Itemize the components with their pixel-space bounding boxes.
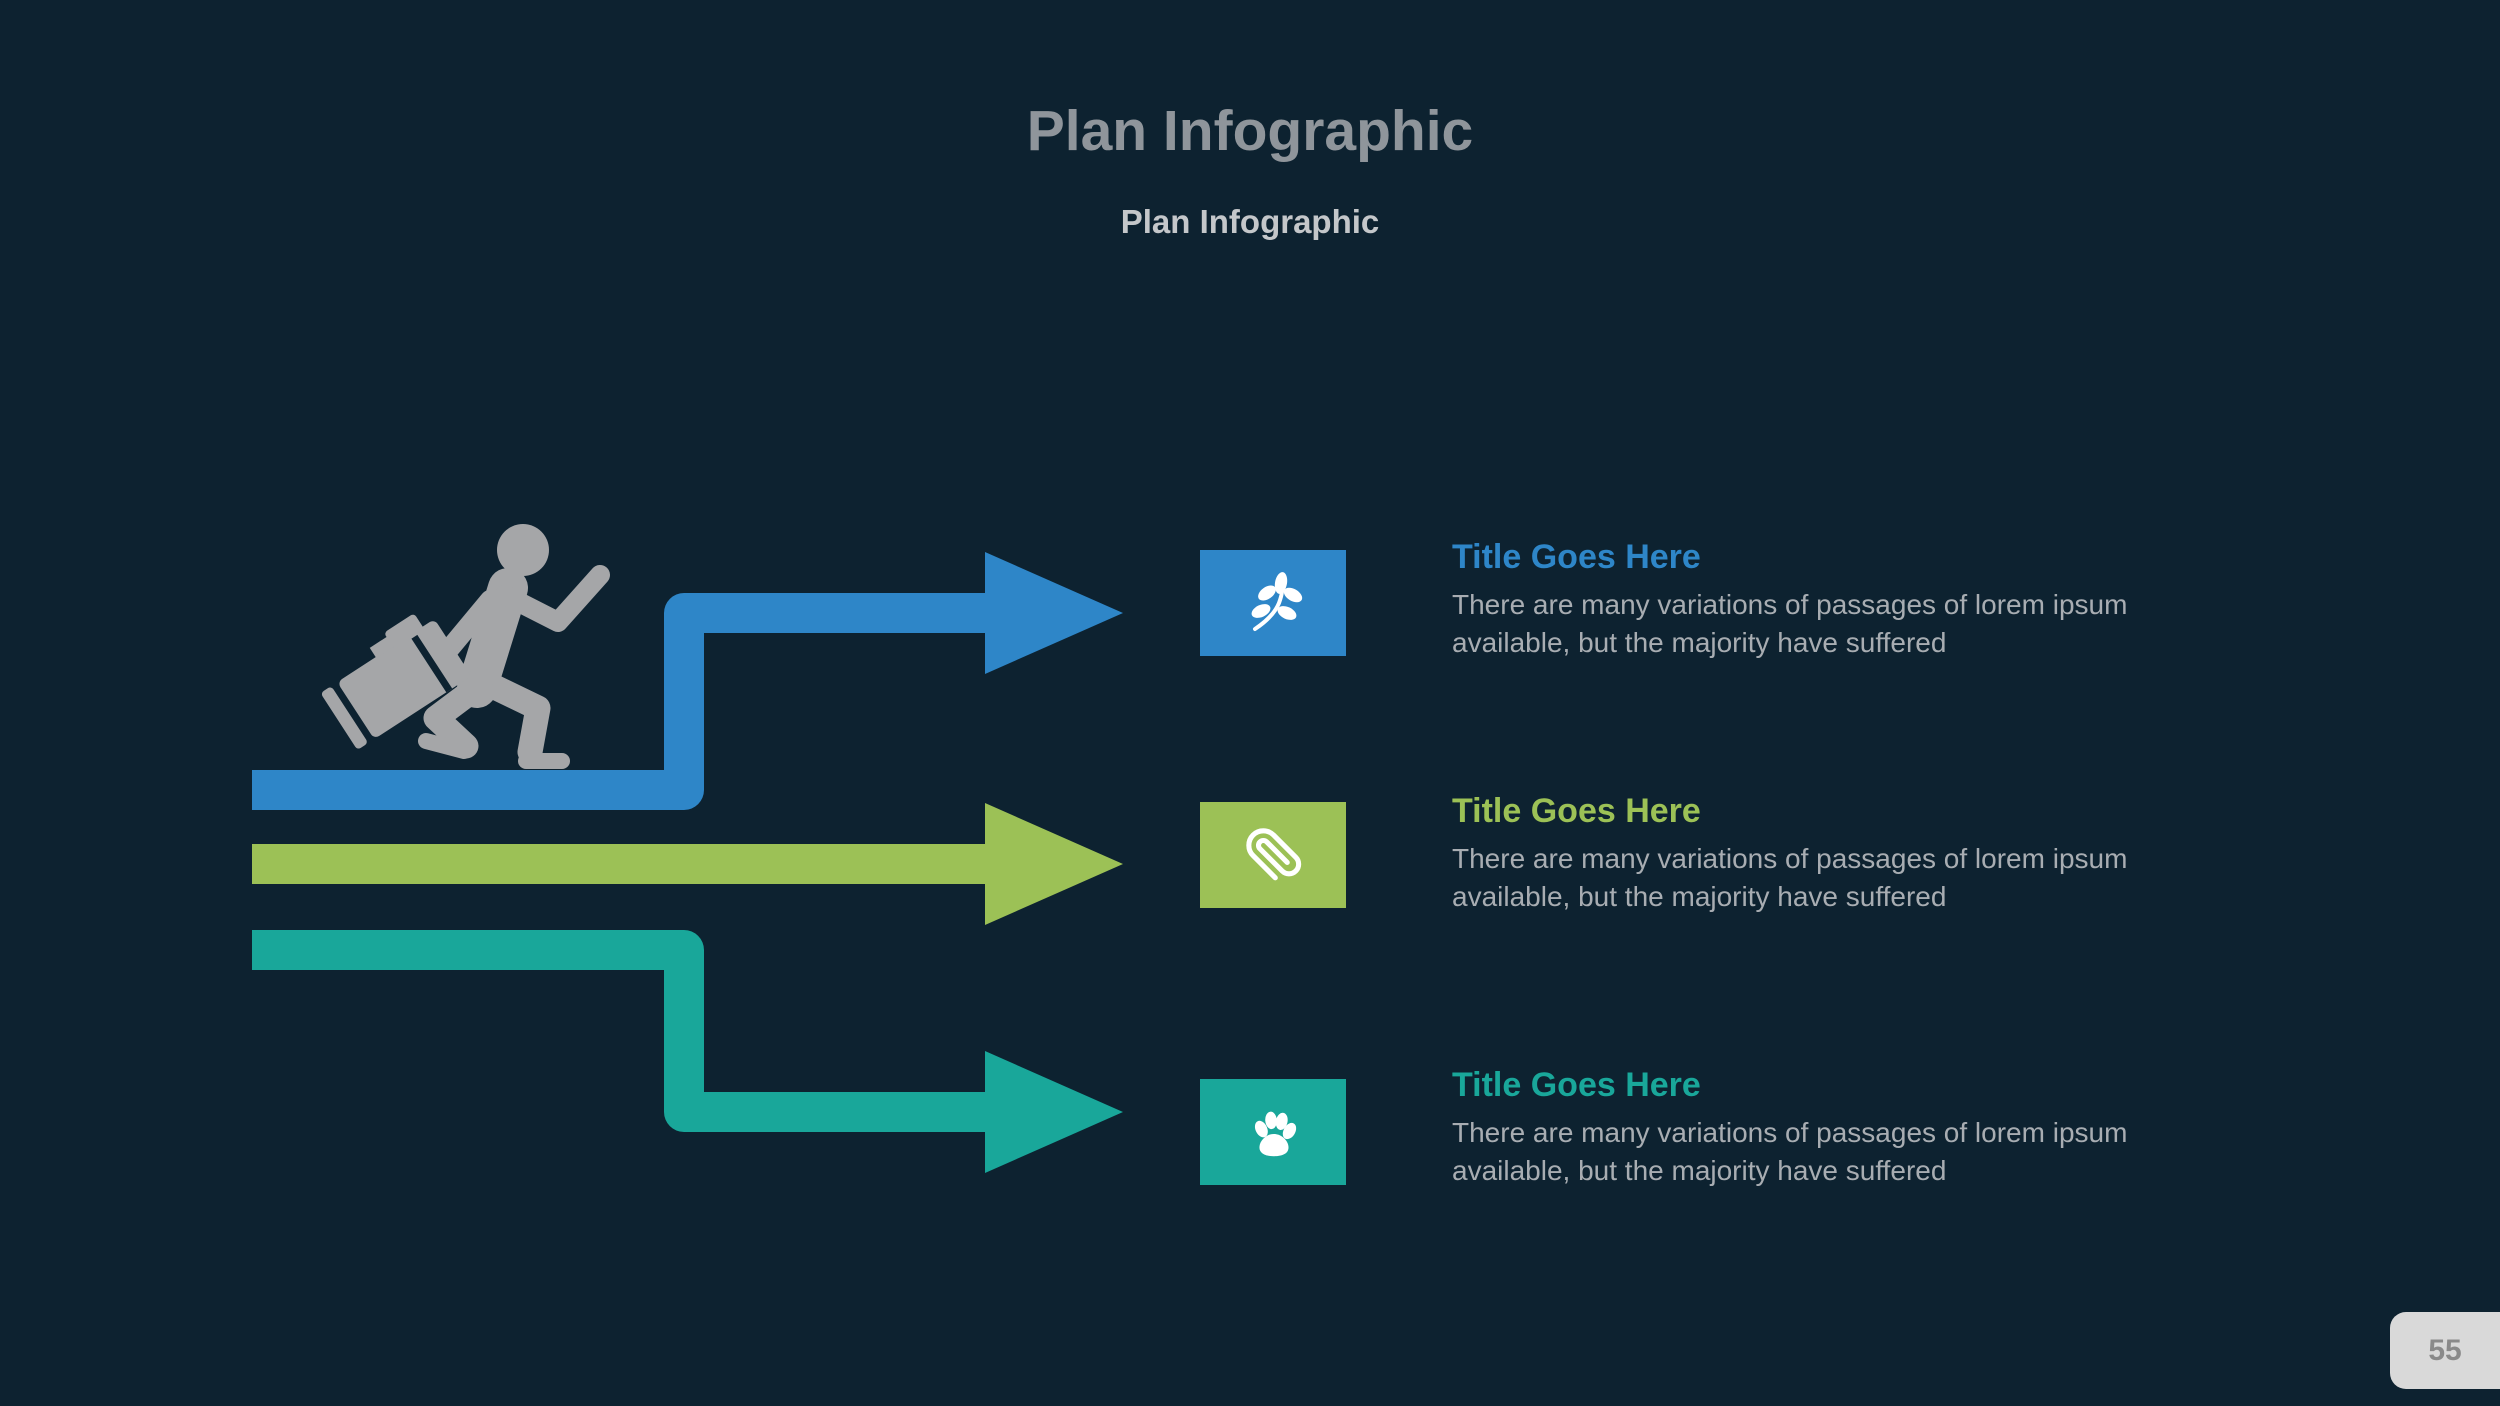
item-title: Title Goes Here <box>1452 538 1701 576</box>
slide-title: Plan Infographic <box>1026 99 1474 163</box>
plan-item-1: Title Goes Here There are many variation… <box>1452 538 2252 662</box>
running-businessman-icon <box>321 524 610 769</box>
icon-box-paperclip <box>1200 802 1346 908</box>
arrow-straight-green <box>252 803 1123 925</box>
icon-box-leaf <box>1200 550 1346 656</box>
item-body: There are many variations of passages of… <box>1452 843 2128 913</box>
item-title: Title Goes Here <box>1452 1066 1701 1104</box>
page-number: 55 <box>2428 1333 2462 1367</box>
briefcase-icon <box>321 614 470 749</box>
paperclip-icon <box>1246 828 1302 881</box>
slide-subtitle: Plan Infographic <box>1120 203 1380 240</box>
paw-print-icon <box>1254 1111 1297 1157</box>
plan-item-2: Title Goes Here There are many variation… <box>1452 792 2252 916</box>
item-body: There are many variations of passages of… <box>1452 1117 2128 1187</box>
leaf-branch-icon <box>1251 572 1303 631</box>
arrow-step-down-teal <box>252 930 1123 1173</box>
page-number-badge: 55 <box>2390 1312 2500 1389</box>
icon-box-paw <box>1200 1079 1346 1185</box>
arrow-step-up-blue <box>252 552 1123 810</box>
plan-item-3: Title Goes Here There are many variation… <box>1452 1066 2252 1190</box>
item-body: There are many variations of passages of… <box>1452 589 2128 659</box>
item-title: Title Goes Here <box>1452 792 1701 830</box>
